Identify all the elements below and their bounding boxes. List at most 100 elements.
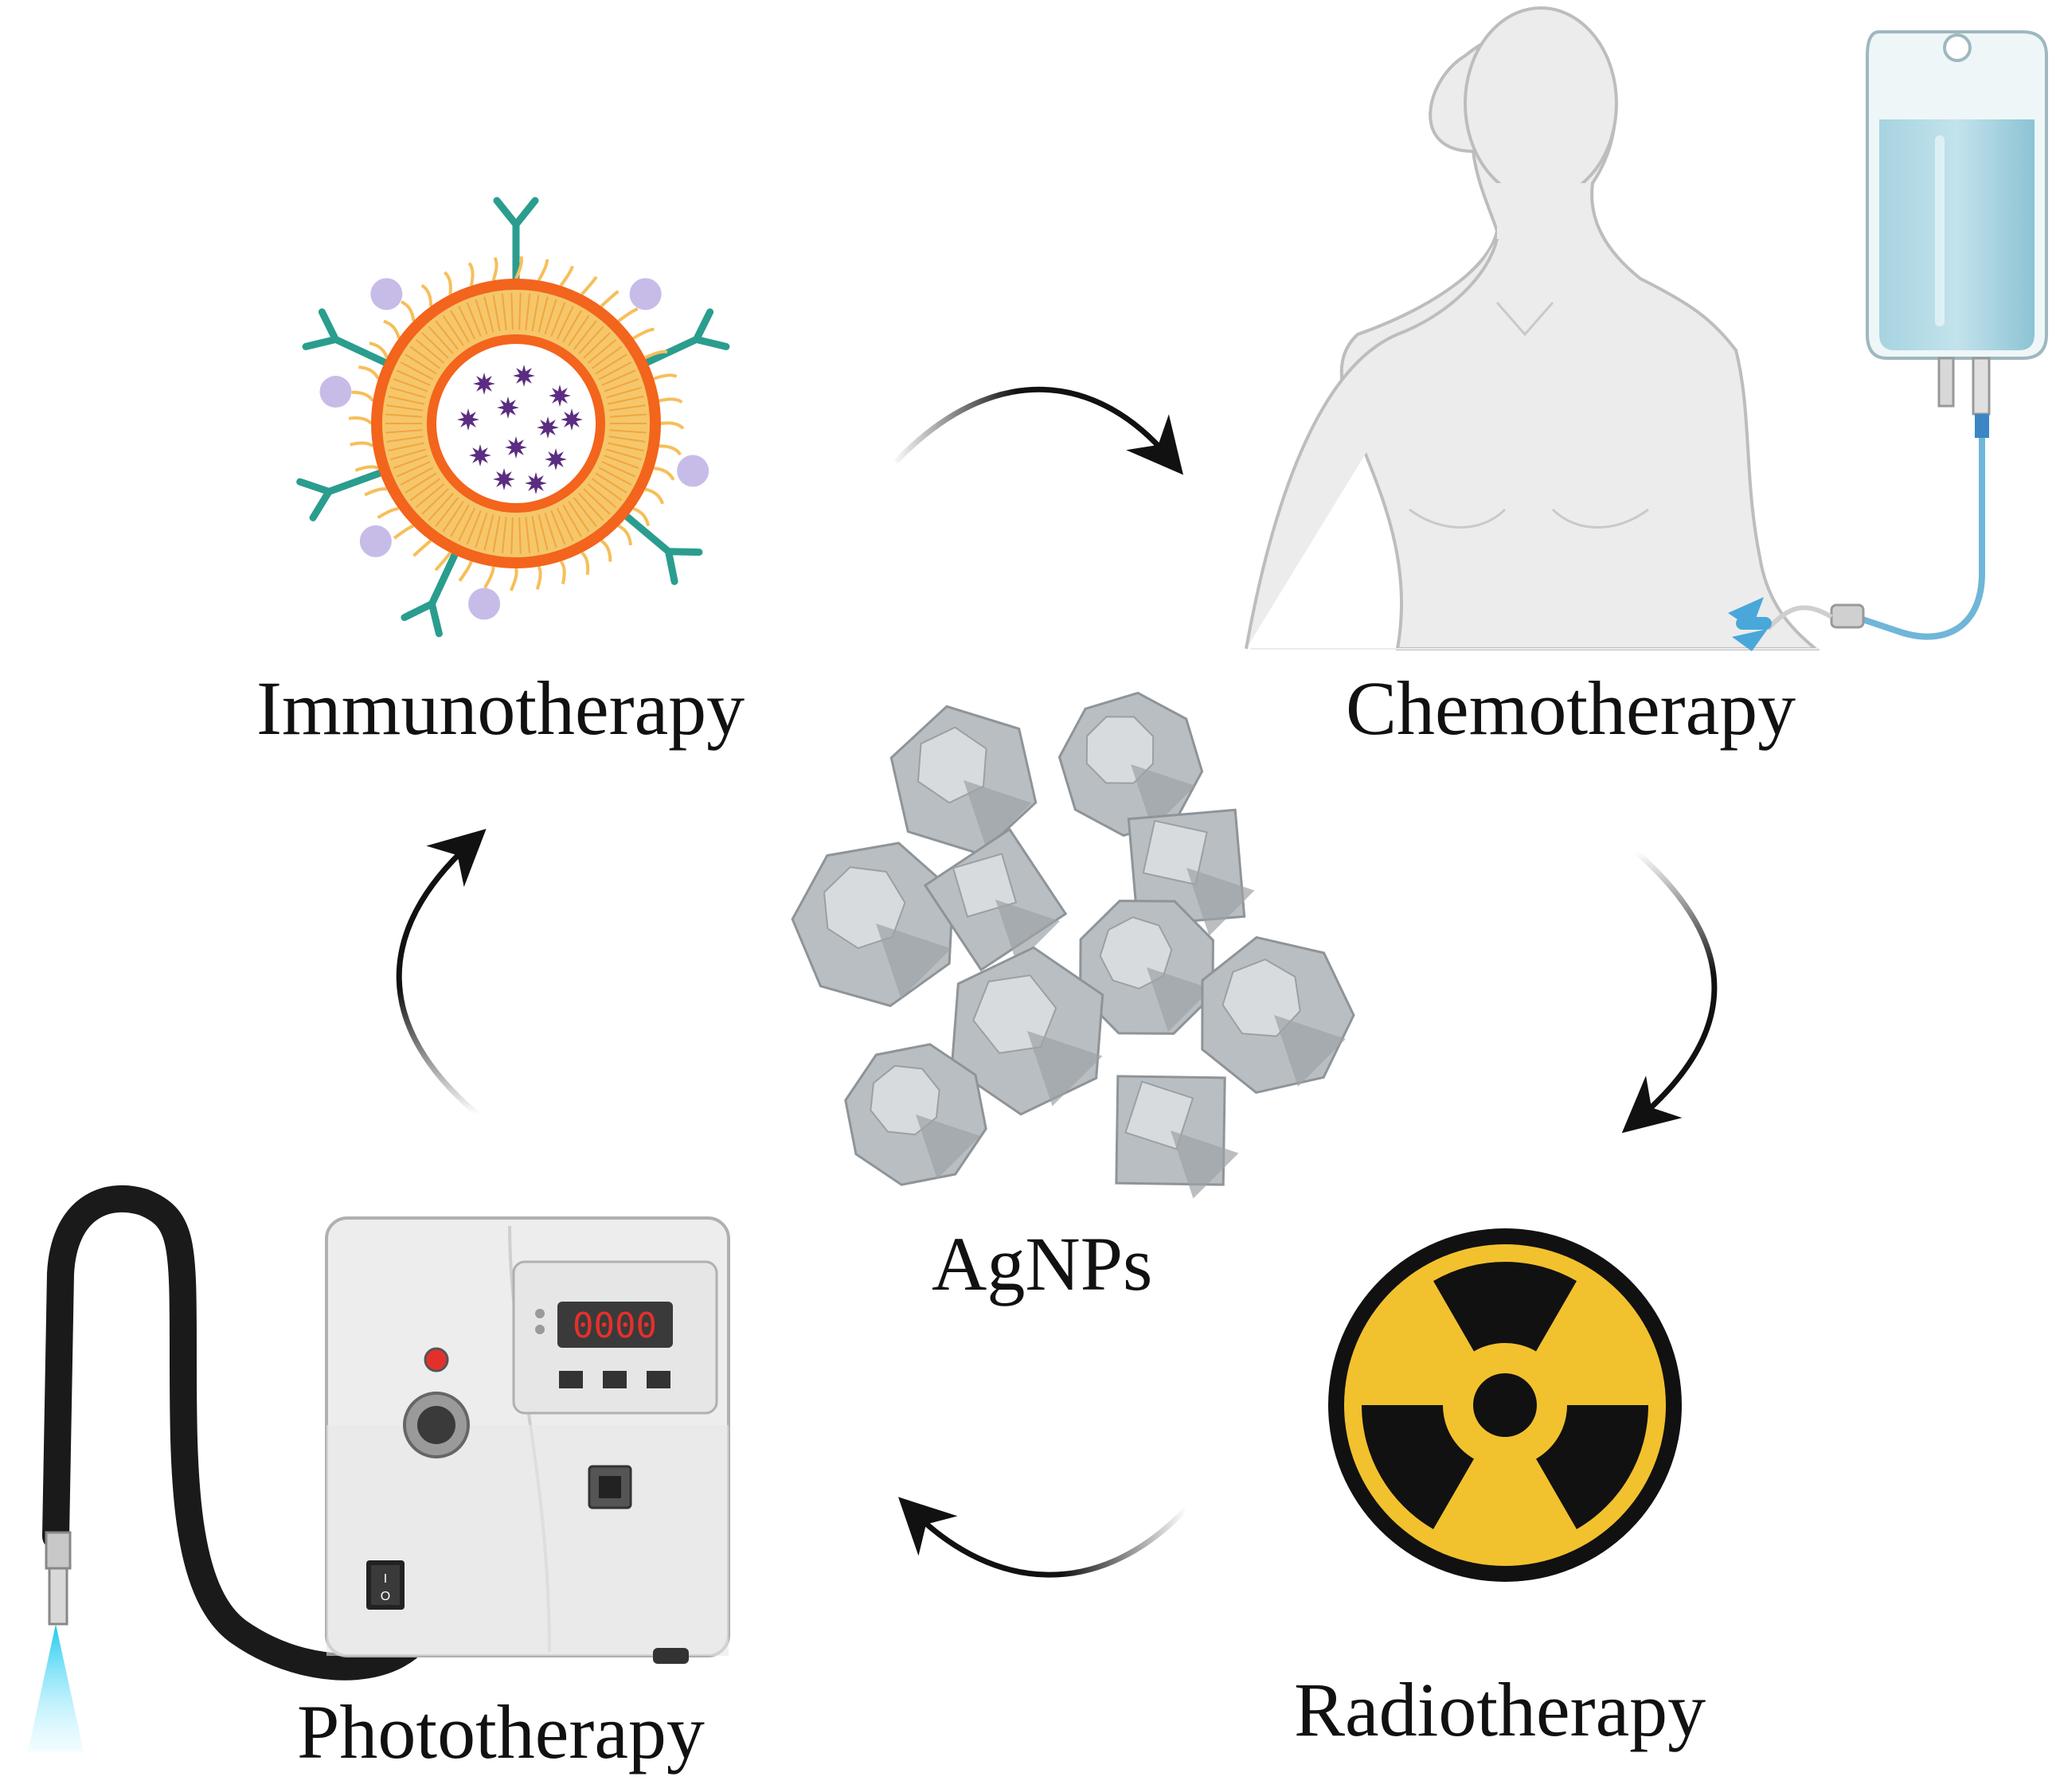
lipid-chain [492, 295, 501, 331]
lipid-chain [421, 332, 449, 359]
lipid-chain [595, 472, 627, 494]
lipid-chain [442, 314, 464, 346]
cycle-arrows [396, 386, 1718, 1578]
lipid-tail [580, 551, 590, 576]
arrow-chemo-to-radio [1621, 849, 1718, 1134]
lipid-tail [514, 256, 523, 279]
drug-molecule [457, 408, 479, 431]
drug-molecule [505, 436, 527, 459]
lipid-tail [644, 349, 668, 360]
antibody [296, 469, 384, 521]
lipid-chain [598, 361, 632, 381]
lipid-tail [393, 524, 414, 540]
lipid-chain [396, 461, 431, 478]
lipid-tail [420, 283, 433, 306]
lipid-tail [600, 290, 620, 308]
lipid-chain [609, 429, 647, 434]
lipid-tail [483, 566, 495, 589]
lipid-chain [562, 310, 582, 343]
lipid-chain [458, 306, 476, 340]
drug-molecule [537, 416, 559, 439]
lipid-chain [388, 442, 424, 452]
lipid-chain [604, 455, 639, 470]
lipid-tail [537, 259, 549, 282]
antibody [401, 551, 459, 638]
panel-button-3[interactable] [647, 1371, 670, 1388]
drug-molecule [497, 396, 519, 419]
ligand [468, 588, 501, 620]
lipid-chain [405, 353, 437, 375]
lipid-chain [428, 493, 454, 521]
lipid-chain [601, 461, 636, 478]
silver-nanoparticles-icon [791, 691, 1355, 1199]
patient-iv-icon [1245, 6, 2048, 651]
ligand [677, 455, 709, 487]
lipid-chain [537, 514, 549, 551]
lipid-chain [587, 483, 617, 509]
lipid-chain [385, 413, 423, 418]
lipid-tail [401, 300, 416, 322]
fiber-cable [42, 1185, 450, 1681]
lipid-chain [573, 320, 597, 350]
lipid-chain [562, 504, 582, 537]
lipid-chain [386, 404, 424, 412]
lipid-chain [466, 510, 482, 545]
radiation-icon [1328, 1228, 1682, 1582]
lipid-chain [608, 442, 644, 452]
lipid-chain [475, 299, 488, 335]
lipid-tail [653, 467, 675, 481]
lipid-chain [578, 493, 604, 521]
lipid-tail [350, 441, 374, 448]
lipid-tail [653, 373, 678, 381]
lipid-chain [591, 346, 623, 369]
lipid-tail [491, 256, 498, 281]
panel-button-1[interactable] [559, 1371, 583, 1388]
lipid-tail [358, 365, 380, 380]
lipid-tail [559, 560, 566, 585]
label-chemotherapy: Chemotherapy [1346, 666, 1796, 751]
lipid-chain [421, 488, 449, 515]
lipid-chain [518, 517, 522, 554]
lipid-chain [608, 395, 644, 405]
lipid-chain [409, 346, 441, 369]
lipid-chain [606, 448, 642, 461]
lipid-chain [393, 455, 428, 470]
lipid-chain [606, 386, 642, 399]
phototherapy-device-icon: 0000 I O [28, 1185, 730, 1751]
drug-molecule [493, 468, 515, 490]
ligand [370, 278, 403, 310]
lipid-chain [390, 448, 426, 461]
lipid-chain [510, 293, 514, 330]
arrow-radio-to-photo [897, 1497, 1189, 1578]
lipid-chain [544, 299, 557, 335]
lipid-chain [393, 377, 428, 392]
label-immunotherapy: Immunotherapy [256, 666, 745, 751]
drug-molecule [473, 373, 495, 395]
lipid-tail [600, 539, 612, 562]
radiation-blade [1536, 1405, 1648, 1529]
lipid-chain [578, 326, 604, 354]
drug-molecule [513, 365, 535, 387]
lipid-chain [409, 478, 441, 502]
arrow-photo-to-immuno [396, 829, 487, 1117]
antibody-icon [296, 197, 730, 638]
lipid-chain [386, 435, 424, 443]
lipid-tail [383, 319, 401, 339]
lipid-chain [428, 326, 454, 354]
antibody [493, 197, 539, 283]
lipid-tail [354, 465, 379, 472]
silver-nanoparticle [844, 1043, 987, 1186]
lipid-chain [556, 306, 574, 340]
lipid-chain [483, 514, 494, 551]
lipid-chain [390, 386, 426, 399]
lipid-chain [568, 314, 590, 346]
lipid-chain [587, 338, 617, 364]
lipid-chain [388, 395, 424, 405]
silver-nanoparticle [889, 705, 1038, 856]
drug-molecule [525, 472, 547, 494]
label-agnps: AgNPs [932, 1221, 1153, 1306]
panel-button-2[interactable] [603, 1371, 627, 1388]
lipid-chain [510, 517, 514, 554]
lipid-chain [442, 501, 464, 533]
lipid-chain [583, 488, 611, 515]
